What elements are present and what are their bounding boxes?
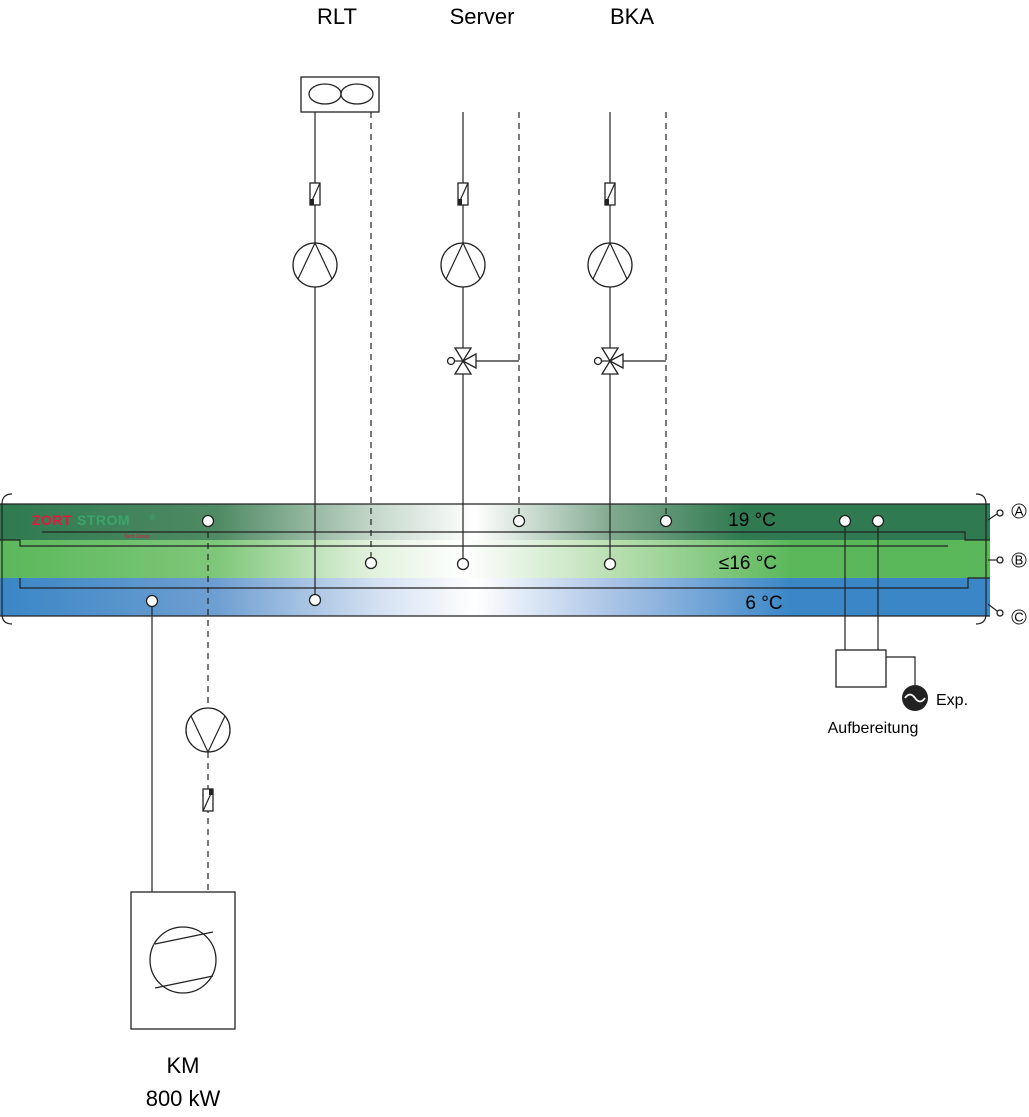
layer-a-temperature: 19 °C: [728, 510, 776, 531]
consumer-label-server: Server: [450, 4, 515, 29]
rlt-pump-icon: [292, 242, 338, 288]
chiller-name: KM: [167, 1053, 200, 1078]
bka-three-way-valve-icon: [593, 347, 666, 375]
stratified-storage-tank: ZORT STROM ® Tech Group 19 °C ≤16 °C 6 °…: [0, 493, 990, 625]
consumer-label-rlt: RLT: [317, 4, 357, 29]
server-pump-icon: [440, 242, 486, 288]
layer-b-temperature: ≤16 °C: [719, 553, 777, 574]
brand-logo-part1: ZORT: [32, 512, 72, 528]
air-handler-fan-icon: [308, 83, 342, 105]
layer-markers: A B C: [987, 503, 1027, 625]
server-three-way-valve-icon: [446, 347, 519, 375]
treatment-box: [835, 649, 887, 688]
layer-a-marker: A: [1015, 504, 1024, 519]
rlt-circuit: [292, 76, 380, 607]
layer-c-marker: C: [1014, 610, 1023, 625]
chiller-pump-icon: [185, 707, 231, 753]
brand-logo-reg: ®: [149, 512, 156, 522]
brand-logo-part2: STROM: [77, 512, 130, 528]
consumer-label-bka: BKA: [610, 4, 654, 29]
compressor-icon: [149, 926, 217, 994]
bka-circuit: [587, 112, 673, 571]
treatment-unit: Exp. Aufbereitung: [828, 514, 968, 737]
bka-pump-icon: [587, 242, 633, 288]
treatment-label: Aufbereitung: [828, 720, 919, 737]
expansion-label: Exp.: [936, 692, 968, 709]
brand-logo-subtitle: Tech Group: [124, 534, 150, 540]
layer-c-band: [0, 578, 990, 616]
layer-c-temperature: 6 °C: [745, 593, 782, 614]
server-circuit: [440, 112, 526, 571]
chiller-capacity: 800 kW: [146, 1086, 221, 1111]
chiller-circuit: KM 800 kW: [130, 514, 236, 1111]
layer-b-marker: B: [1015, 553, 1024, 568]
layer-a-band: [0, 504, 990, 540]
